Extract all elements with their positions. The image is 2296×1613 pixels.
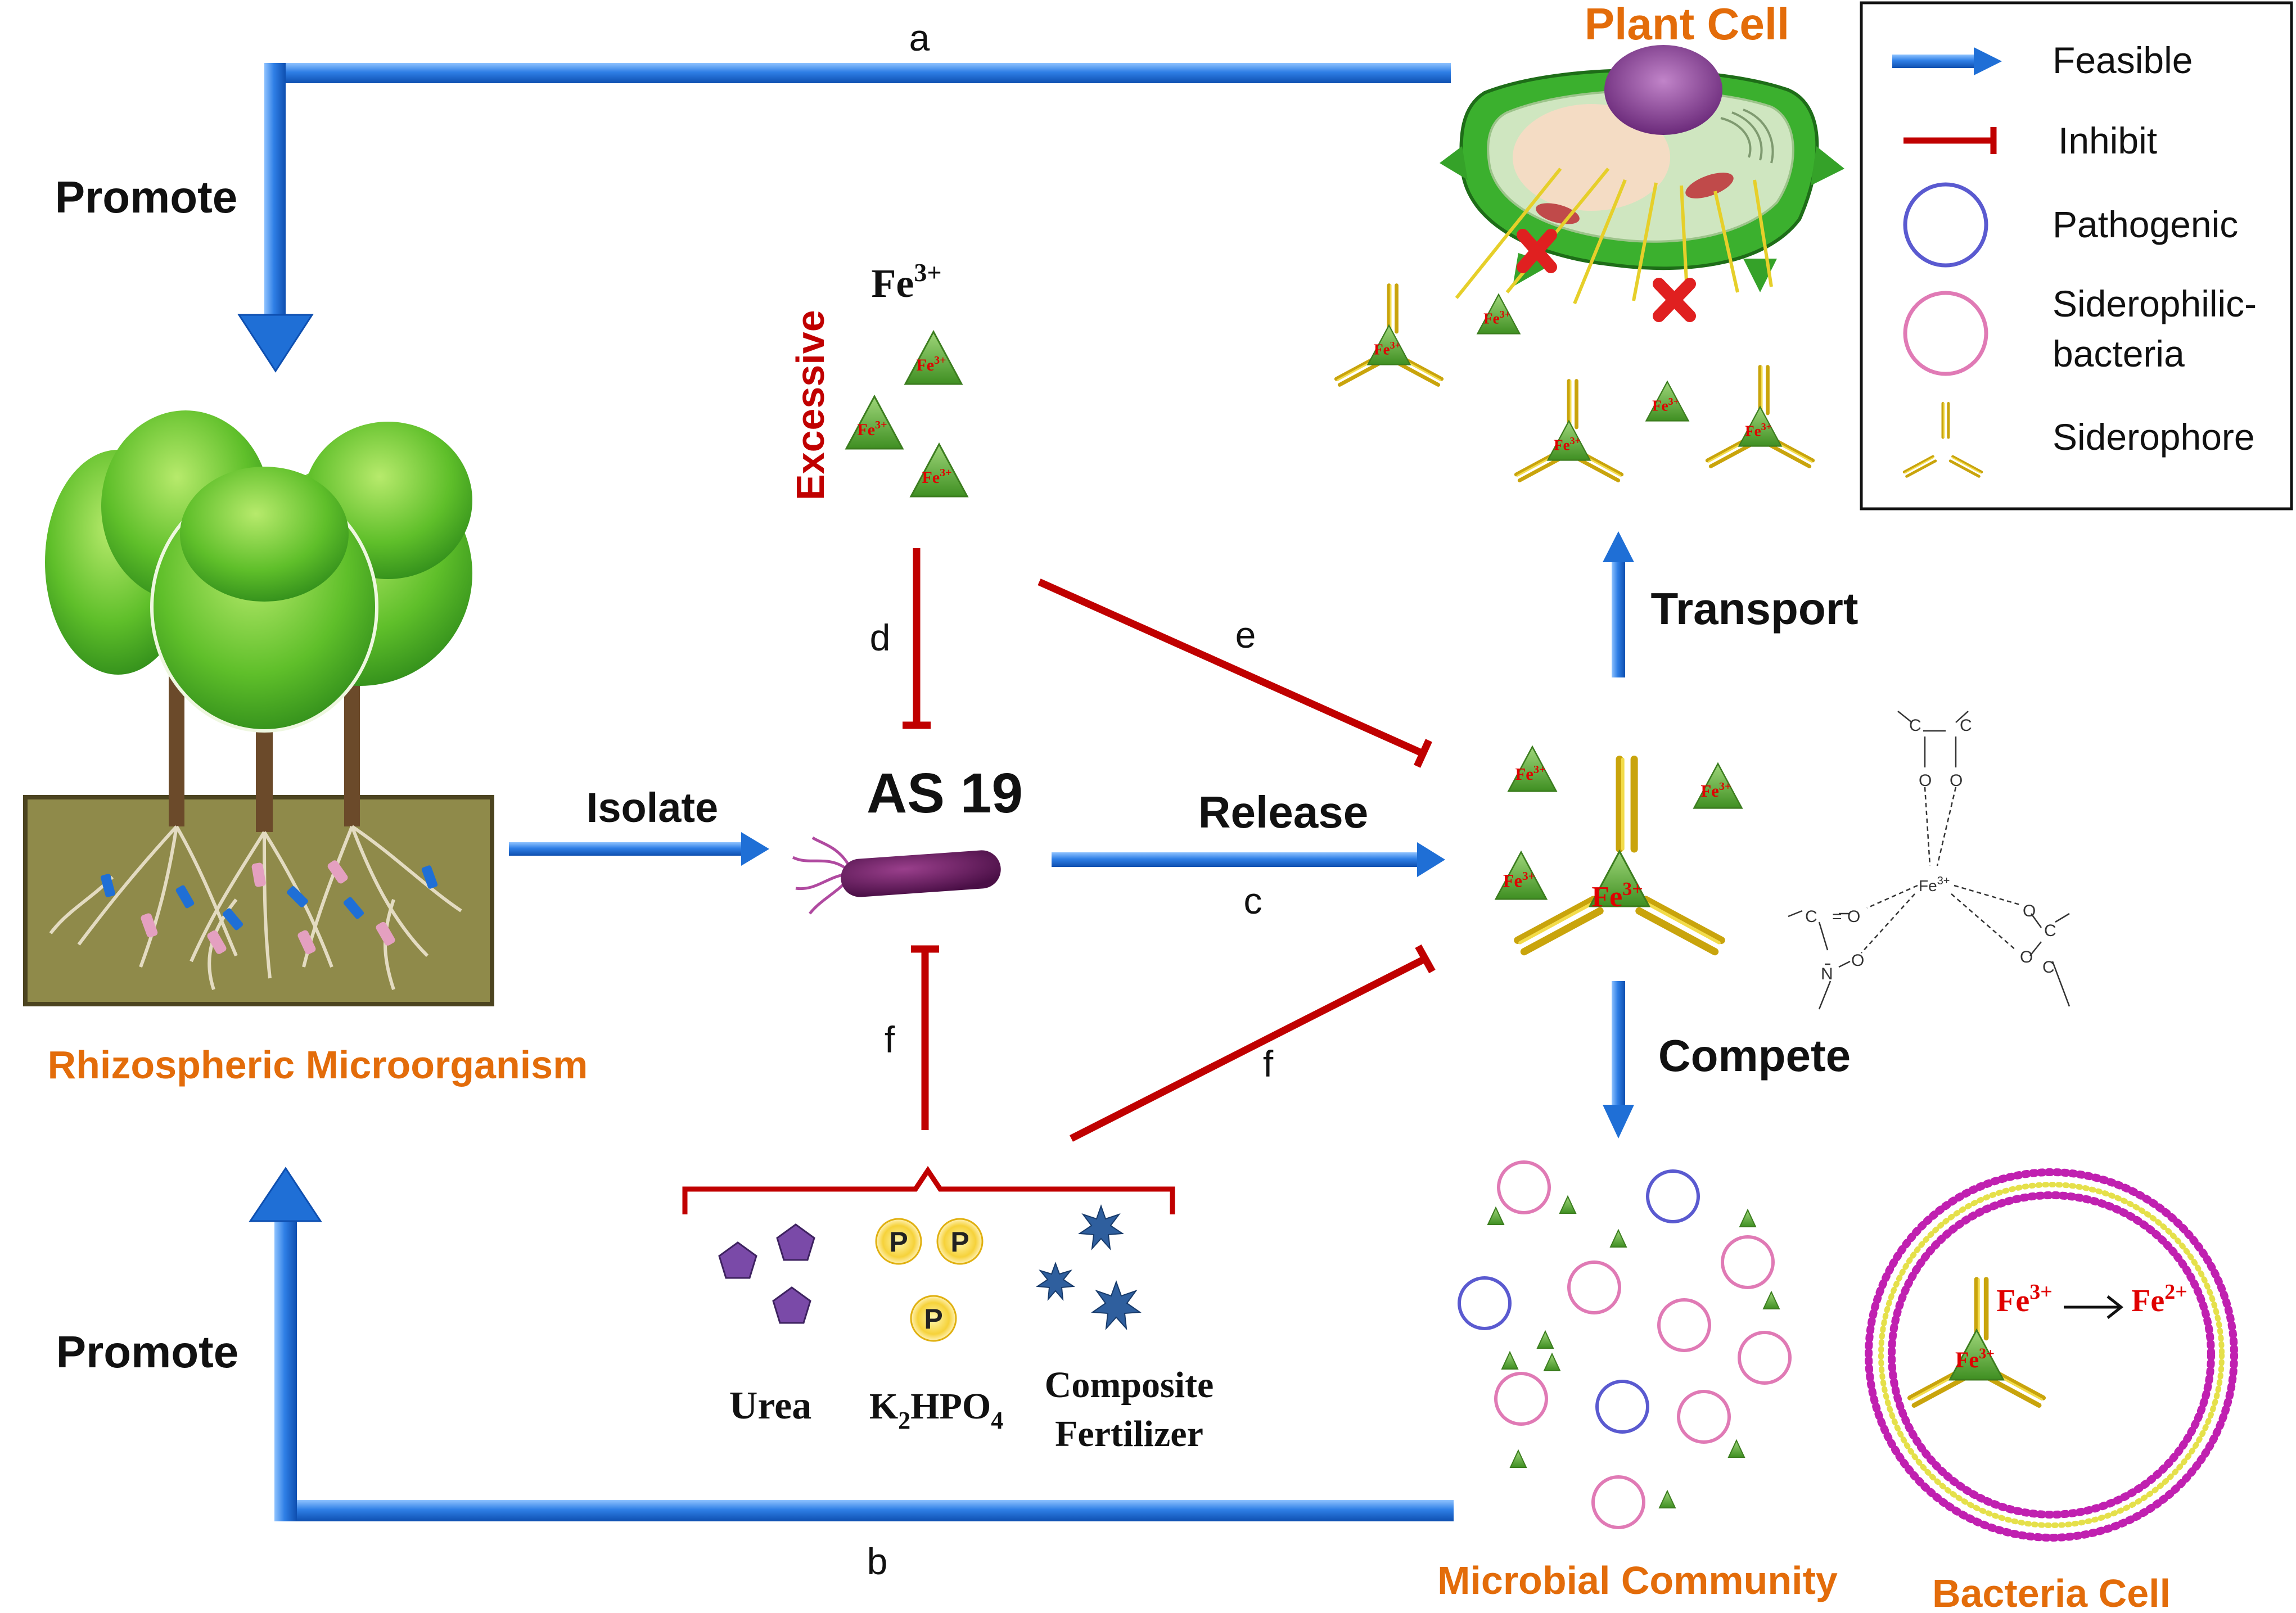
urea-pentagons bbox=[718, 1223, 815, 1324]
composite-fertilizer-label-line2: Fertilizer bbox=[1055, 1413, 1203, 1454]
k2hpo4-phosphate-circles: P P P bbox=[875, 1218, 984, 1342]
legend-siderophilic-label-line1: Siderophilic- bbox=[2053, 283, 2257, 324]
letter-d: d bbox=[870, 617, 891, 658]
rhizosphere-soil-trees-illustration bbox=[23, 410, 494, 1006]
svg-text:O: O bbox=[2023, 902, 2036, 920]
arrow-b-promote bbox=[249, 1167, 1454, 1521]
letter-e: e bbox=[1235, 614, 1256, 656]
svg-text:Fe3+: Fe3+ bbox=[1955, 1345, 1995, 1372]
fe3-title: Fe3+ bbox=[871, 258, 941, 306]
plant-siderophore-complexes: Fe3+ Fe3+ Fe3+ Fe3+ Fe3+ bbox=[1336, 286, 1813, 481]
svg-text:Fe3+: Fe3+ bbox=[1996, 1280, 2053, 1318]
svg-text:O: O bbox=[2020, 948, 2033, 966]
inhibit-d bbox=[903, 548, 931, 729]
svg-text:P: P bbox=[924, 1303, 942, 1335]
svg-text:=: = bbox=[1832, 907, 1842, 926]
as19-bacterium-illustration bbox=[792, 836, 1001, 915]
isolate-arrow bbox=[509, 832, 769, 866]
rhizospheric-microorganism-label: Rhizospheric Microorganism bbox=[48, 1043, 588, 1087]
bacteria-cell-label: Bacteria Cell bbox=[1932, 1571, 2171, 1613]
as19-label: AS 19 bbox=[867, 762, 1023, 825]
hydroxamate-catecholate-structure: C C O O Fe3+ C = O N O O O C C bbox=[1788, 711, 2071, 1010]
legend-siderophilic-label-line2: bacteria bbox=[2053, 333, 2185, 374]
svg-text:N: N bbox=[1821, 965, 1833, 983]
legend-pathogenic-circle bbox=[1903, 182, 1988, 268]
svg-text:O: O bbox=[1847, 907, 1860, 926]
svg-text:Fe3+: Fe3+ bbox=[1591, 879, 1643, 913]
microbial-community-illustration bbox=[1458, 1160, 1792, 1529]
legend-siderophore-label: Siderophore bbox=[2053, 416, 2255, 458]
fertilizer-brace bbox=[682, 1165, 1175, 1214]
transport-arrow bbox=[1603, 531, 1634, 677]
composite-fertilizer-stars bbox=[1036, 1204, 1142, 1330]
letter-f-right: f bbox=[1263, 1043, 1274, 1085]
inhibit-e bbox=[1038, 579, 1432, 768]
microbial-community-label: Microbial Community bbox=[1437, 1558, 1838, 1602]
svg-text:Fe3+: Fe3+ bbox=[922, 467, 951, 487]
svg-text:O: O bbox=[1950, 771, 1963, 790]
isolate-label: Isolate bbox=[587, 784, 718, 831]
svg-text:Fe3+: Fe3+ bbox=[1919, 875, 1950, 894]
legend-pathogenic-label: Pathogenic bbox=[2053, 204, 2238, 245]
letter-c: c bbox=[1244, 880, 1262, 921]
svg-text:P: P bbox=[950, 1226, 969, 1258]
letter-a: a bbox=[909, 17, 930, 58]
promote-top-label: Promote bbox=[55, 172, 238, 222]
svg-text:O: O bbox=[1919, 771, 1932, 790]
compete-arrow bbox=[1603, 981, 1634, 1138]
legend: Feasible Inhibit Pathogenic Siderophilic… bbox=[1860, 1, 2293, 510]
urea-label: Urea bbox=[729, 1384, 811, 1427]
svg-text:O: O bbox=[1851, 951, 1864, 970]
composite-fertilizer-label-line1: Composite bbox=[1045, 1365, 1214, 1406]
legend-feasible-arrow bbox=[1892, 47, 2002, 75]
legend-inhibit-line bbox=[1903, 127, 1997, 154]
transport-label: Transport bbox=[1651, 584, 1859, 634]
svg-text:C: C bbox=[1909, 716, 1921, 735]
svg-text:P: P bbox=[889, 1226, 908, 1258]
inhibit-f-diagonal bbox=[1070, 944, 1436, 1142]
excessive-label: Excessive bbox=[788, 310, 832, 500]
plant-cell-label: Plant Cell bbox=[1585, 0, 1790, 49]
plant-cell-illustration bbox=[1440, 45, 1844, 292]
blocked-uptake-x-marks bbox=[1517, 229, 1696, 322]
svg-text:C: C bbox=[1805, 907, 1817, 926]
letter-f-left: f bbox=[885, 1019, 895, 1060]
central-siderophore-complex: Fe3+ Fe3+ Fe3+ Fe3+ bbox=[1495, 745, 1743, 951]
excessive-iron-triangles: Fe3+ Fe3+ Fe3+ bbox=[845, 331, 968, 498]
release-arrow bbox=[1052, 842, 1445, 877]
bacteria-cell-illustration: Fe3+ Fe3+ Fe2+ bbox=[1865, 1168, 2238, 1542]
promote-bottom-label: Promote bbox=[56, 1327, 239, 1377]
legend-siderophilic-circle bbox=[1903, 291, 1988, 376]
compete-label: Compete bbox=[1658, 1031, 1851, 1081]
svg-text:Fe2+: Fe2+ bbox=[2131, 1280, 2187, 1318]
k2hpo4-label: K2HPO4 bbox=[869, 1386, 1003, 1434]
arrow-a-promote bbox=[237, 63, 1451, 373]
letter-b: b bbox=[867, 1540, 888, 1582]
legend-feasible-label: Feasible bbox=[2053, 39, 2193, 81]
inhibit-f-vertical bbox=[911, 945, 939, 1130]
svg-text:C: C bbox=[1960, 716, 1972, 735]
release-label: Release bbox=[1198, 787, 1368, 837]
svg-text:Fe3+: Fe3+ bbox=[1503, 869, 1535, 892]
svg-text:C: C bbox=[2044, 921, 2056, 940]
svg-text:C: C bbox=[2042, 958, 2055, 977]
legend-inhibit-label: Inhibit bbox=[2058, 120, 2157, 161]
microbial-community-iron bbox=[1487, 1195, 1780, 1508]
